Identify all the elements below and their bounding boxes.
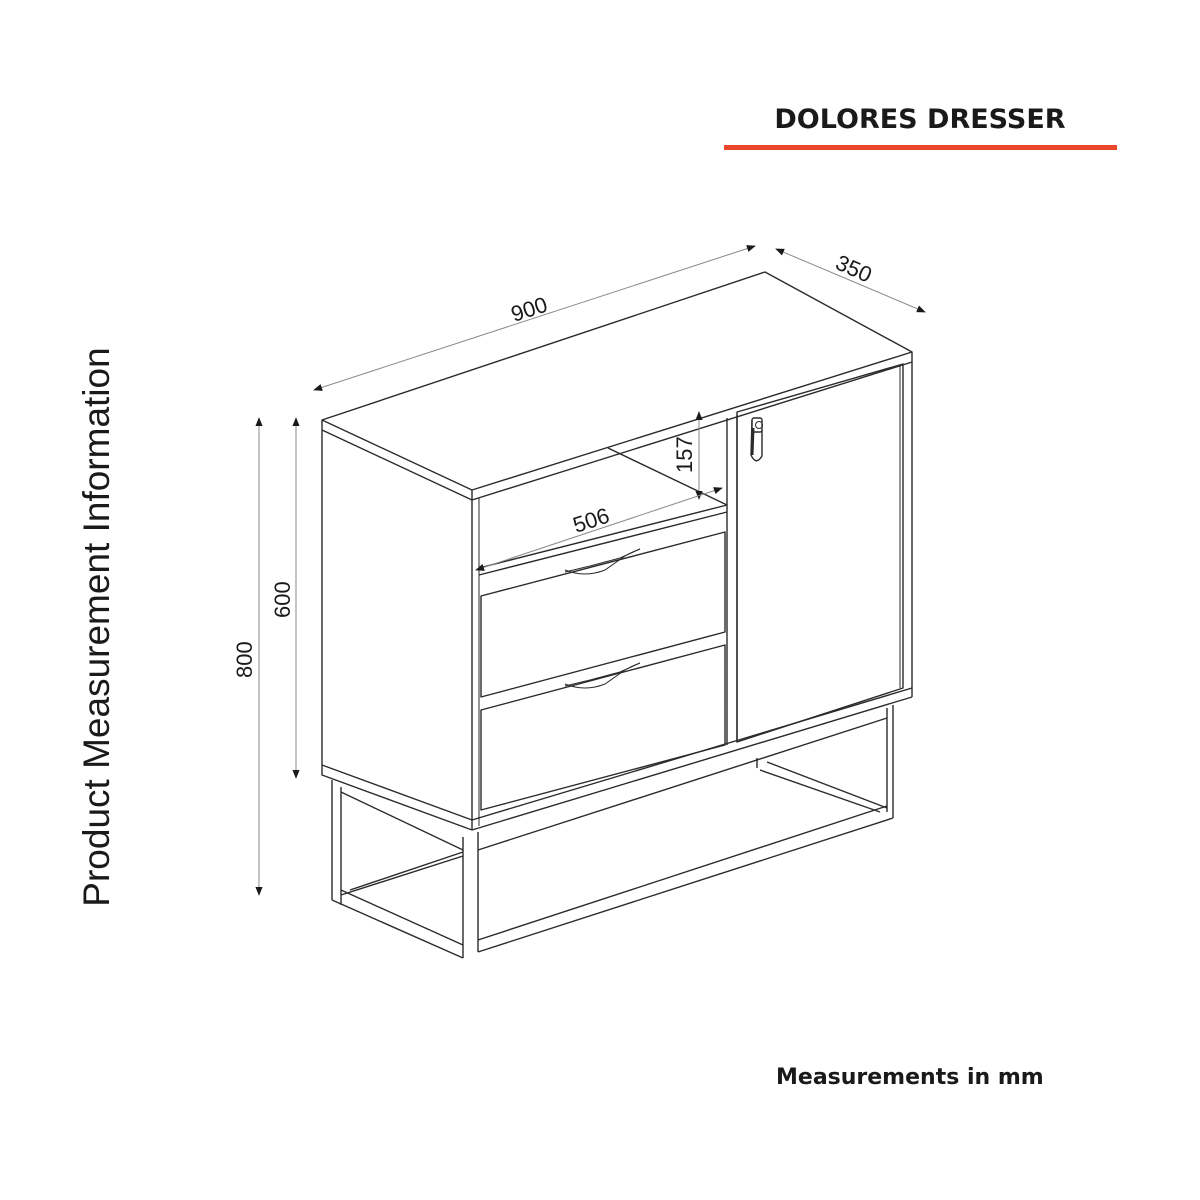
drawer-lower xyxy=(480,644,726,811)
shelf-width-label: 506 xyxy=(570,503,613,538)
cabinet-body xyxy=(321,271,913,831)
metal-frame-base xyxy=(331,705,894,959)
dimension-shelf-height: 157 xyxy=(672,411,703,500)
product-title: DOLORES DRESSER xyxy=(774,104,1066,135)
dimension-depth: 350 xyxy=(775,248,926,313)
dimension-width: 900 xyxy=(313,245,756,391)
width-label: 900 xyxy=(508,292,551,327)
leather-pull-handle xyxy=(750,417,763,462)
dimension-cabinet-height: 600 xyxy=(270,417,300,779)
units-note: Measurements in mm xyxy=(776,1065,1044,1090)
total-height-label: 800 xyxy=(232,641,257,678)
cabinet-height-label: 600 xyxy=(270,581,295,618)
drawer-upper xyxy=(480,531,726,698)
title-underline xyxy=(724,145,1117,150)
dimension-total-height: 800 xyxy=(232,417,263,896)
depth-label: 350 xyxy=(832,250,876,288)
shelf-height-label: 157 xyxy=(672,436,697,473)
dimension-shelf-width: 506 xyxy=(475,487,723,571)
door xyxy=(736,363,904,743)
